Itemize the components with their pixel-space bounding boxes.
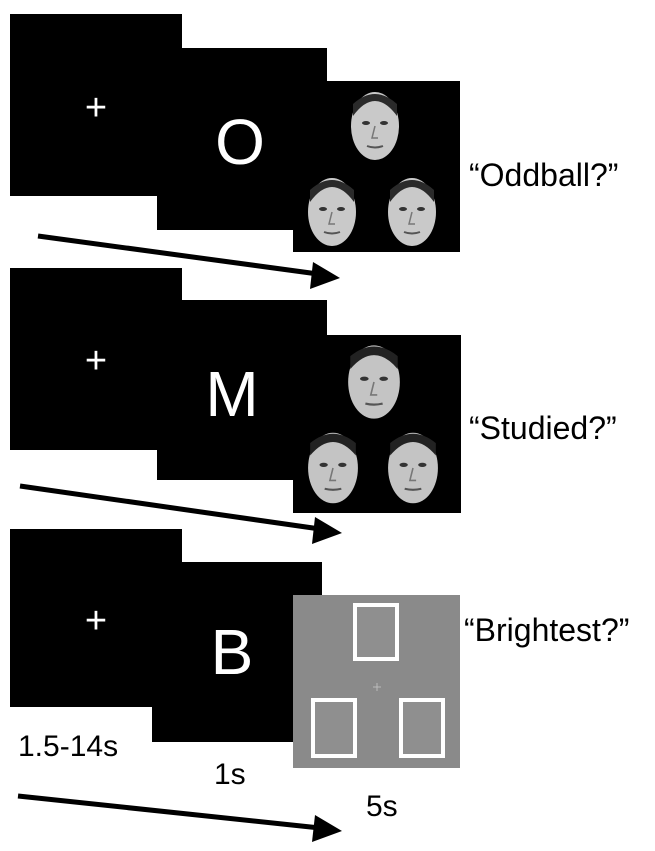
- fixation-screen-2: [10, 268, 182, 450]
- fixation-screen-1: [10, 14, 182, 196]
- task-question-2: “Studied?”: [469, 410, 617, 446]
- cue-letter-1: O: [215, 106, 265, 178]
- fixation-cross-2: +: [84, 340, 108, 382]
- face-left-2: [308, 432, 358, 504]
- cue-letter-3: B: [210, 616, 254, 688]
- face-right-2: [388, 432, 438, 504]
- fixation-cross-1: +: [84, 87, 108, 129]
- face-left-1: [308, 178, 356, 246]
- fixation-cross-3: +: [84, 600, 108, 642]
- task-question-1: “Oddball?”: [469, 157, 619, 193]
- rect-bottom-left: [311, 698, 357, 758]
- rect-top: [353, 603, 399, 661]
- stimulus-duration-label: 5s: [366, 790, 398, 823]
- rectangle-panel-3: [293, 595, 460, 768]
- cue-letter-2: M: [205, 358, 259, 430]
- rect-bottom-right: [399, 698, 445, 758]
- fixation-duration-label: 1.5-14s: [18, 730, 119, 763]
- face-top-2: [348, 345, 400, 419]
- face-right-1: [388, 178, 436, 246]
- cue-duration-label: 1s: [214, 758, 246, 791]
- task-question-3: “Brightest?”: [464, 612, 630, 648]
- face-top-1: [351, 92, 399, 160]
